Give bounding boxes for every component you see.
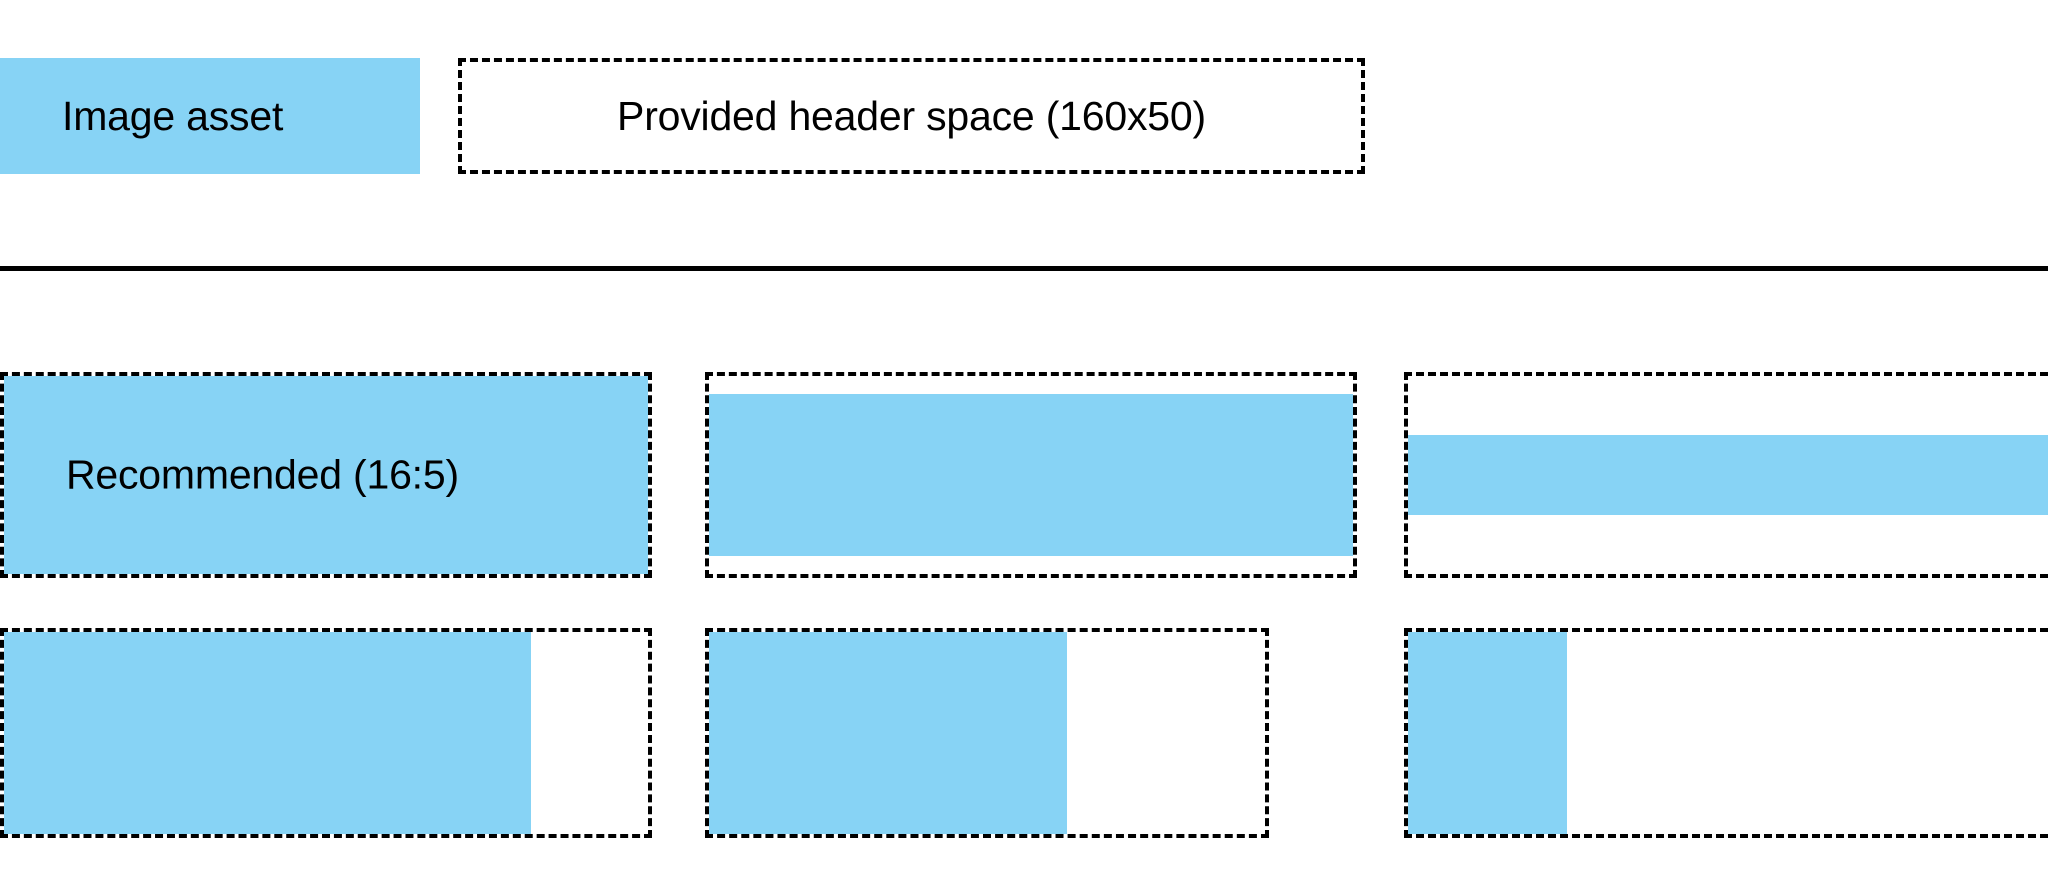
sample-box-narrow-partial [1404,628,2048,838]
sample-grid: Recommended (16:5) [0,372,2048,842]
image-asset-swatch: Image asset [0,58,420,174]
asset-fill [1408,435,2048,515]
sample-box-recommended: Recommended (16:5) [0,372,652,578]
sample-box-medium-partial [705,628,1269,838]
sample-box-thin-band [1404,372,2048,578]
asset-fill [1408,632,1567,834]
asset-fill [709,632,1067,834]
section-divider [0,266,2048,271]
asset-fill [709,394,1353,556]
provided-header-space-box: Provided header space (160x50) [458,58,1365,174]
image-asset-label: Image asset [62,92,284,139]
provided-header-space-label: Provided header space (160x50) [617,92,1206,139]
sample-box-inset-vertical [705,372,1357,578]
asset-fill [4,376,648,574]
recommended-ratio-label: Recommended (16:5) [66,451,459,498]
asset-fill [4,632,531,834]
legend-row: Image asset Provided header space (160x5… [0,58,2048,174]
sample-box-wide-partial [0,628,652,838]
